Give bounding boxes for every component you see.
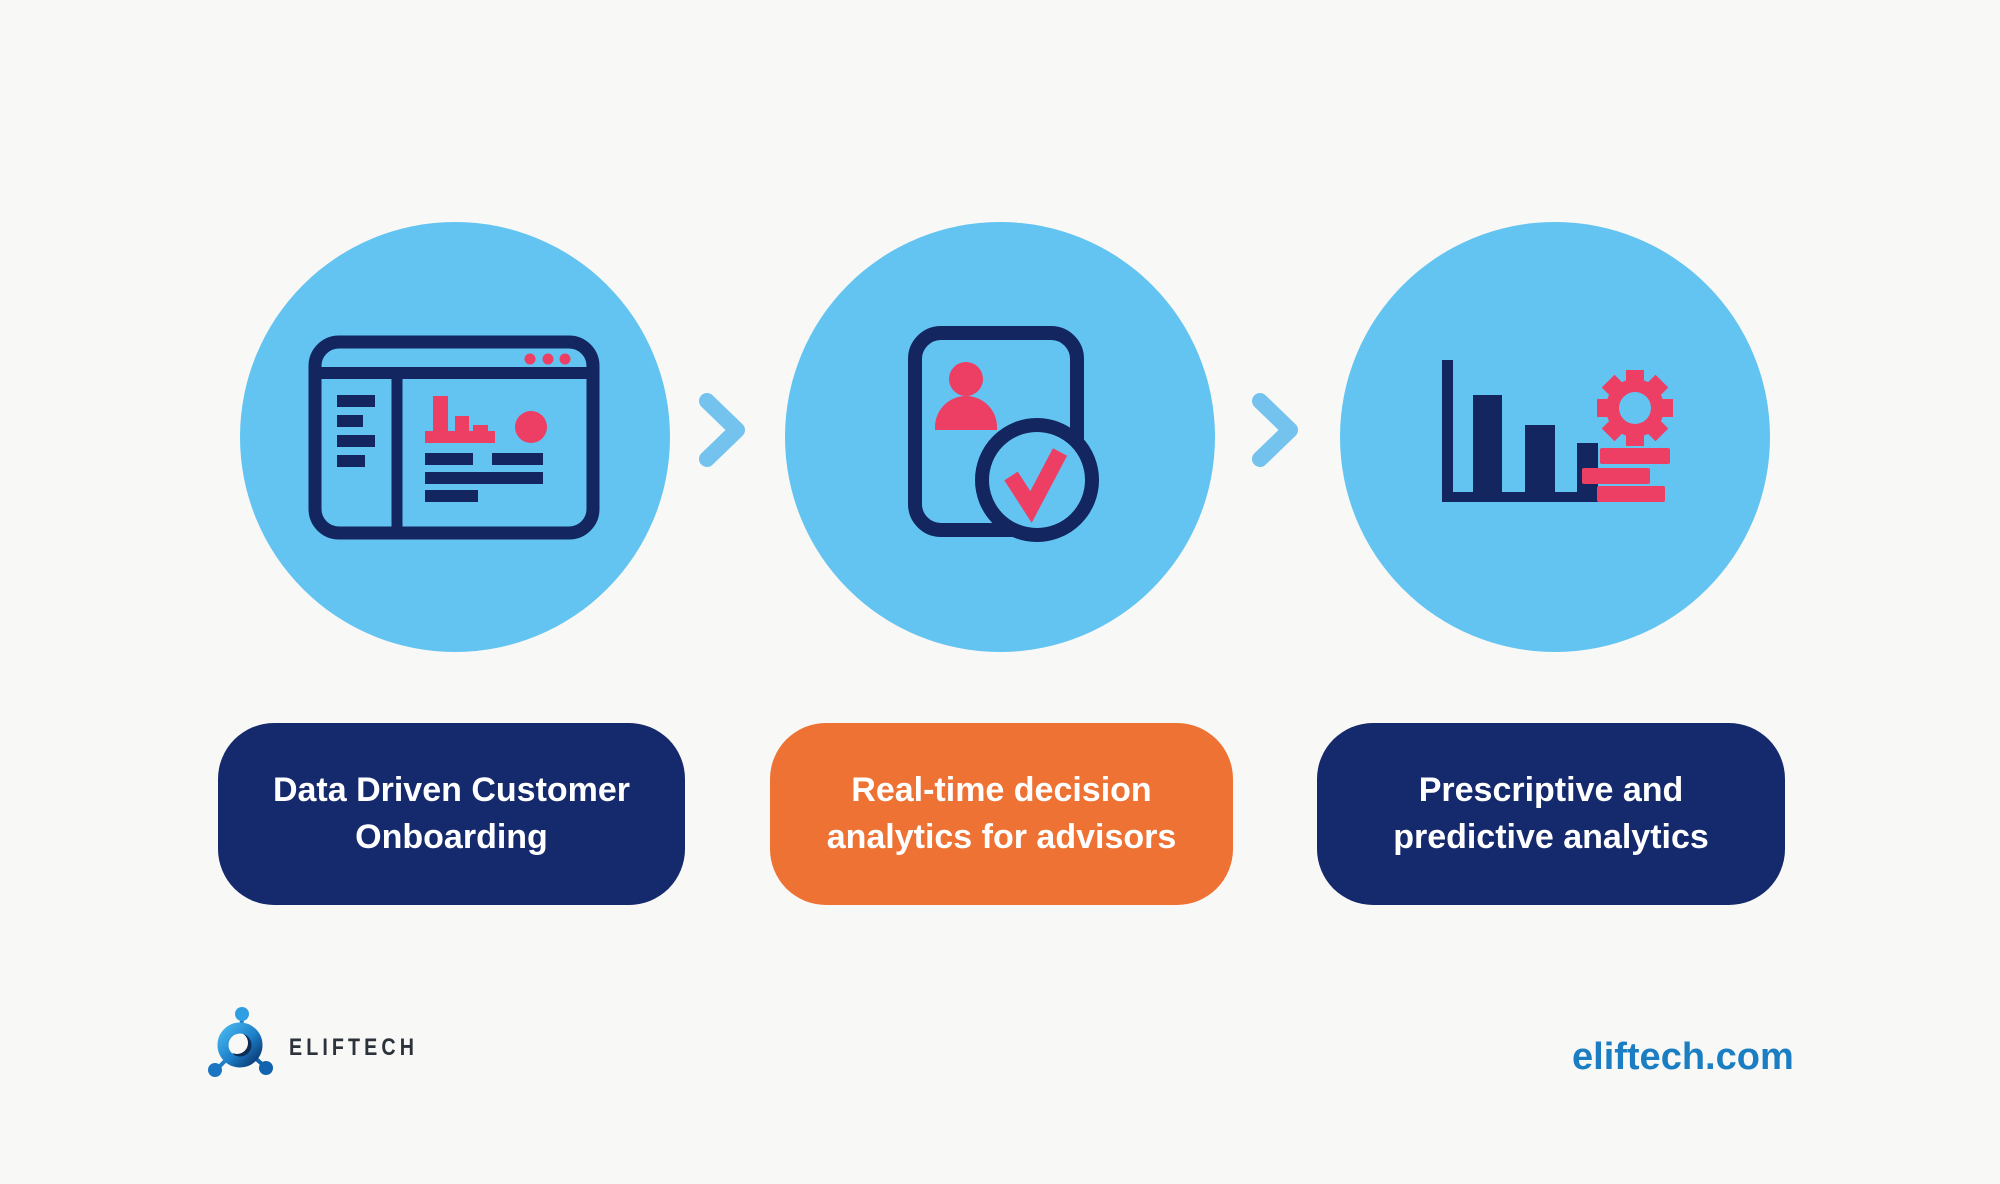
chevron-right-icon <box>699 393 745 467</box>
step-2-circle <box>785 222 1215 652</box>
bar-chart-gear-icon <box>1442 360 1673 502</box>
gear-icon <box>1597 370 1673 446</box>
coin-stack-icon <box>1582 448 1670 502</box>
step-1-label-line-2: Onboarding <box>355 818 548 856</box>
step-1-label-line-1: Data Driven Customer <box>272 771 631 809</box>
step-3-label-line-1: Prescriptive and <box>1418 771 1684 809</box>
step-2-label-line-2: analytics for advisors <box>826 818 1177 856</box>
logo-wordmark: ELIFTECH <box>289 1034 419 1061</box>
step-2-label-line-1: Real-time decision <box>851 771 1152 809</box>
eliftech-logo-icon <box>208 1007 273 1077</box>
step-3-circle <box>1340 222 1770 652</box>
step-2-label-box: Real-time decision analytics for advisor… <box>770 723 1233 905</box>
step-3-label-line-2: predictive analytics <box>1393 818 1709 856</box>
dashboard-browser-icon <box>308 335 600 540</box>
step-3-label-box: Prescriptive and predictive analytics <box>1317 723 1785 905</box>
customer-profile-check-icon <box>908 326 1099 542</box>
chevron-right-icon <box>1252 393 1298 467</box>
website-link[interactable]: eliftech.com <box>1572 1036 1794 1078</box>
step-1-circle <box>240 222 670 652</box>
eliftech-logo: ELIFTECH <box>205 1003 415 1083</box>
step-1-label-box: Data Driven Customer Onboarding <box>218 723 685 905</box>
